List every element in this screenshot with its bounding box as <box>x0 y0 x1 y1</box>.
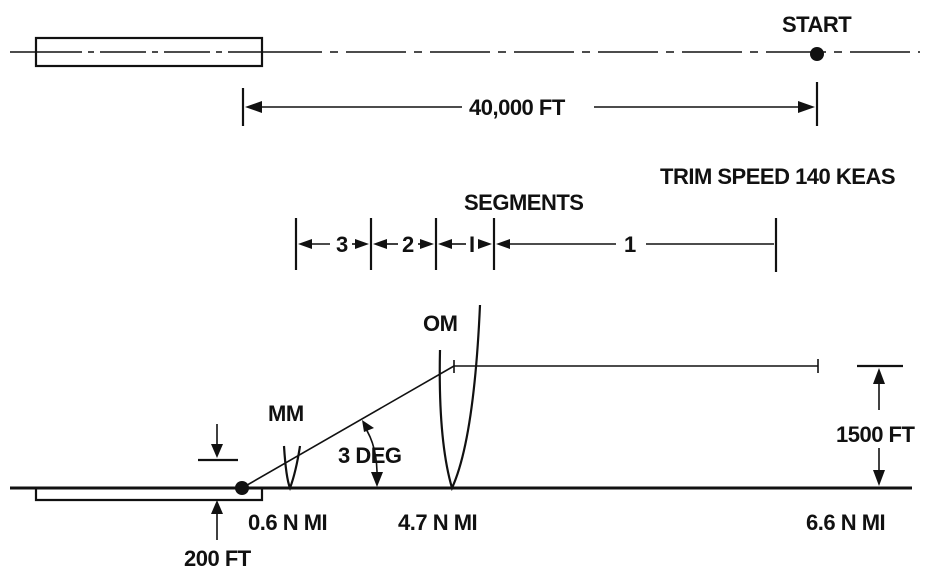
arrow-down-icon <box>873 470 885 486</box>
glide-angle-label: 3 DEG <box>338 443 402 468</box>
segments-heading: SEGMENTS <box>464 190 583 215</box>
distance-label-om: 4.7 N MI <box>398 510 477 535</box>
arrow-right-icon <box>420 239 434 249</box>
segment-label-3: 3 <box>336 232 348 257</box>
arrow-left-icon <box>298 239 312 249</box>
arrow-left-icon <box>245 101 262 113</box>
arrow-right-icon <box>355 239 369 249</box>
arrow-down-icon <box>371 472 383 487</box>
middle-marker-lobe <box>282 445 302 492</box>
outer-marker-lobe <box>438 304 482 492</box>
glide-slope-line <box>241 365 455 489</box>
segment-label-i: I <box>469 232 475 257</box>
altitude-label: 1500 FT <box>836 422 915 447</box>
distance-label-mm: 0.6 N MI <box>248 510 327 535</box>
start-label: START <box>782 12 852 37</box>
segments-bar: SEGMENTS 3 2 I 1 <box>294 190 778 272</box>
distance-label-start: 6.6 N MI <box>806 510 885 535</box>
segment-label-1: 1 <box>624 232 636 257</box>
outer-marker-label: OM <box>423 311 457 336</box>
arrow-up-icon <box>211 500 223 514</box>
segment-label-2: 2 <box>402 232 414 257</box>
middle-marker-label: MM <box>268 401 304 426</box>
arrow-right-icon <box>478 239 492 249</box>
distance-label: 40,000 FT <box>469 95 566 120</box>
arrow-left-icon <box>438 239 452 249</box>
arrow-up-icon <box>362 420 374 432</box>
aim-point <box>235 481 249 495</box>
runway-profile <box>34 488 264 502</box>
arrow-down-icon <box>211 444 223 458</box>
arrow-up-icon <box>873 368 885 384</box>
start-point <box>810 47 824 61</box>
threshold-height-label: 200 FT <box>184 546 252 571</box>
arrow-left-icon <box>373 239 387 249</box>
top-view: START 40,000 FT TRIM SPEED 140 KEAS <box>10 12 920 189</box>
arrow-right-icon <box>798 101 815 113</box>
trim-speed-label: TRIM SPEED 140 KEAS <box>660 164 895 189</box>
side-view: MM OM 3 DEG 1500 FT 200 FT 0.6 N MI 4.7 … <box>10 304 916 571</box>
arrow-left-icon <box>496 239 510 249</box>
